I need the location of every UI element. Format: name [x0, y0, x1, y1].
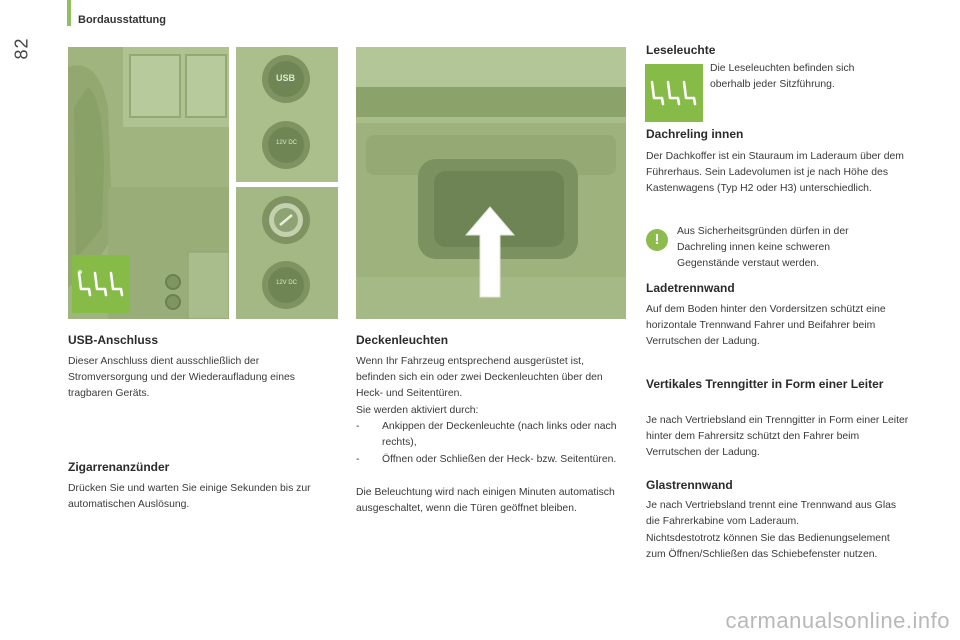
list-dash: - — [356, 454, 360, 465]
usb-socket-label: USB — [276, 73, 296, 83]
lighter-body: Drücken Sie und warten Sie einige Sekund… — [68, 483, 311, 510]
exclamation-warning-icon: ! — [646, 229, 668, 251]
12v-socket-label-2: 12V DC — [276, 280, 298, 286]
photo-sockets-drawing — [236, 47, 338, 182]
seat-positions-badge-2 — [645, 64, 703, 122]
glass-p1: Je nach Vertriebsland trennt eine Trennw… — [646, 500, 897, 527]
roofrail-warning: Aus Sicherheitsgründen dürfen in der Dac… — [677, 226, 849, 269]
list-text: Öffnen oder Schließen der Heck- bzw. Sei… — [382, 454, 617, 465]
header-section-title: Bordausstattung — [78, 14, 166, 26]
usb-body: Dieser Anschluss dient ausschließlich de… — [68, 356, 295, 399]
header-accent-bar — [67, 0, 71, 26]
list-dash: - — [356, 421, 360, 432]
seat-positions-icon — [650, 80, 697, 106]
page-number: 82 — [11, 37, 32, 60]
list-text: Ankippen der Deckenleuchte (nach links o… — [382, 421, 617, 448]
watermark: carmanualsonline.info — [725, 608, 950, 633]
ceiling-p1: Wenn Ihr Fahrzeug entsprechend ausgerüst… — [356, 356, 603, 399]
partition-title: Ladetrennwand — [646, 281, 735, 295]
reading-title: Leseleuchte — [646, 43, 716, 57]
seat-positions-badge-1 — [72, 255, 130, 313]
ceiling-p2: Sie werden aktiviert durch: — [356, 405, 479, 416]
grid-body: Je nach Vertriebsland ein Trenngitter in… — [646, 415, 909, 458]
grid-title: Vertikales Trenngitter in Form einer Lei… — [646, 377, 884, 391]
ceiling-title: Deckenleuchten — [356, 333, 449, 347]
photo-ceiling-drawing — [356, 47, 626, 319]
ceiling-list-item: - Öffnen oder Schließen der Heck- bzw. S… — [356, 452, 626, 484]
seat-positions-icon — [77, 270, 124, 297]
photo-lighter-drawing — [236, 187, 338, 319]
arrow-up-icon — [464, 206, 516, 298]
lighter-title: Zigarrenanzünder — [68, 460, 170, 474]
glass-p2: Nichtsdestotrotz können Sie das Bedienun… — [646, 533, 890, 560]
photo-ceiling-light — [356, 47, 626, 319]
reading-body: Die Leseleuchten befinden sich oberhalb … — [710, 63, 855, 90]
ceiling-list-item: - Ankippen der Deckenleuchte (nach links… — [356, 419, 626, 451]
photo-lighter-and-socket: 12V DC — [236, 187, 338, 319]
glass-title: Glastrennwand — [646, 478, 733, 492]
photo-cabin-dashboard — [68, 47, 229, 319]
usb-title: USB-Anschluss — [68, 333, 159, 347]
roofrail-title: Dachreling innen — [646, 127, 744, 141]
partition-body: Auf dem Boden hinter den Vordersitzen sc… — [646, 304, 886, 347]
photo-cabin-drawing — [68, 47, 229, 319]
photo-usb-and-12v-sockets: USB 12V DC — [236, 47, 338, 182]
12v-socket-label: 12V DC — [276, 140, 298, 146]
roofrail-body: Der Dachkoffer ist ein Stauraum im Lader… — [646, 151, 904, 194]
ceiling-p3: Die Beleuchtung wird nach einigen Minute… — [356, 487, 615, 514]
